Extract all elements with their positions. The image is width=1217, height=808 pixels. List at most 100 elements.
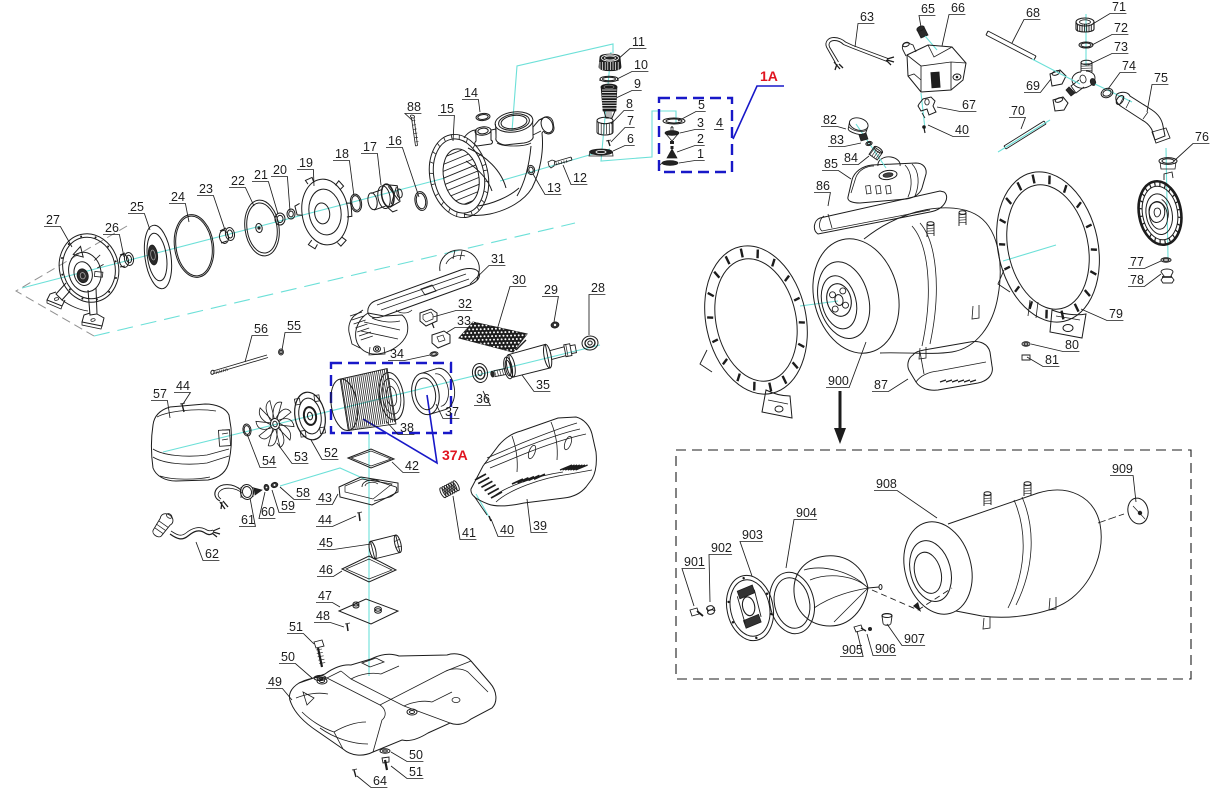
svg-text:81: 81 xyxy=(1045,353,1059,367)
svg-text:59: 59 xyxy=(281,499,295,513)
svg-text:39: 39 xyxy=(533,519,547,533)
svg-text:86: 86 xyxy=(816,179,830,193)
svg-text:69: 69 xyxy=(1026,79,1040,93)
svg-text:19: 19 xyxy=(299,156,313,170)
svg-text:65: 65 xyxy=(921,2,935,16)
svg-text:40: 40 xyxy=(500,523,514,537)
svg-text:48: 48 xyxy=(316,609,330,623)
svg-text:908: 908 xyxy=(876,477,897,491)
svg-text:55: 55 xyxy=(287,319,301,333)
svg-text:77: 77 xyxy=(1130,255,1144,269)
svg-text:42: 42 xyxy=(405,459,419,473)
svg-text:3: 3 xyxy=(697,116,704,130)
svg-text:13: 13 xyxy=(547,181,561,195)
svg-text:1A: 1A xyxy=(760,68,778,84)
svg-text:79: 79 xyxy=(1109,307,1123,321)
svg-text:907: 907 xyxy=(904,632,925,646)
svg-text:76: 76 xyxy=(1195,130,1209,144)
svg-text:906: 906 xyxy=(875,642,896,656)
svg-text:12: 12 xyxy=(573,171,587,185)
svg-text:87: 87 xyxy=(874,378,888,392)
svg-text:85: 85 xyxy=(824,157,838,171)
svg-text:88: 88 xyxy=(407,100,421,114)
svg-text:41: 41 xyxy=(462,526,476,540)
svg-text:64: 64 xyxy=(373,774,387,788)
svg-text:35: 35 xyxy=(536,378,550,392)
svg-text:9: 9 xyxy=(634,77,641,91)
svg-text:909: 909 xyxy=(1112,462,1133,476)
svg-text:75: 75 xyxy=(1154,71,1168,85)
svg-text:905: 905 xyxy=(842,643,863,657)
svg-text:22: 22 xyxy=(231,174,245,188)
svg-text:26: 26 xyxy=(105,221,119,235)
svg-text:83: 83 xyxy=(830,133,844,147)
svg-text:82: 82 xyxy=(823,113,837,127)
svg-text:18: 18 xyxy=(335,147,349,161)
svg-text:900: 900 xyxy=(828,374,849,388)
svg-text:32: 32 xyxy=(458,297,472,311)
svg-text:33: 33 xyxy=(457,314,471,328)
svg-text:902: 902 xyxy=(711,541,732,555)
svg-text:50: 50 xyxy=(281,650,295,664)
svg-text:46: 46 xyxy=(319,563,333,577)
svg-text:38: 38 xyxy=(400,421,414,435)
svg-text:50: 50 xyxy=(409,748,423,762)
svg-text:30: 30 xyxy=(512,273,526,287)
svg-text:6: 6 xyxy=(627,132,634,146)
svg-text:74: 74 xyxy=(1122,59,1136,73)
svg-text:7: 7 xyxy=(627,114,634,128)
svg-text:5: 5 xyxy=(698,98,705,112)
svg-text:37A: 37A xyxy=(442,447,468,463)
svg-text:25: 25 xyxy=(130,200,144,214)
svg-text:49: 49 xyxy=(268,675,282,689)
svg-text:51: 51 xyxy=(289,620,303,634)
svg-text:36: 36 xyxy=(476,392,490,406)
svg-text:903: 903 xyxy=(742,528,763,542)
svg-text:904: 904 xyxy=(796,506,817,520)
svg-text:51: 51 xyxy=(409,765,423,779)
svg-text:66: 66 xyxy=(951,1,965,15)
svg-text:29: 29 xyxy=(544,283,558,297)
svg-text:62: 62 xyxy=(205,547,219,561)
svg-text:58: 58 xyxy=(296,486,310,500)
svg-text:28: 28 xyxy=(591,281,605,295)
svg-text:56: 56 xyxy=(254,322,268,336)
svg-text:43: 43 xyxy=(318,491,332,505)
svg-text:1: 1 xyxy=(697,147,704,161)
svg-text:78: 78 xyxy=(1130,273,1144,287)
svg-text:4: 4 xyxy=(716,116,723,130)
svg-text:15: 15 xyxy=(440,102,454,116)
svg-text:71: 71 xyxy=(1112,0,1126,14)
svg-text:63: 63 xyxy=(860,10,874,24)
svg-text:44: 44 xyxy=(176,379,190,393)
svg-text:40: 40 xyxy=(955,123,969,137)
svg-text:45: 45 xyxy=(319,536,333,550)
svg-text:68: 68 xyxy=(1026,6,1040,20)
svg-text:84: 84 xyxy=(844,151,858,165)
svg-text:16: 16 xyxy=(388,134,402,148)
svg-text:23: 23 xyxy=(199,182,213,196)
svg-text:80: 80 xyxy=(1065,338,1079,352)
svg-text:67: 67 xyxy=(962,98,976,112)
svg-text:901: 901 xyxy=(684,555,705,569)
svg-text:24: 24 xyxy=(171,190,185,204)
svg-text:57: 57 xyxy=(153,387,167,401)
svg-text:14: 14 xyxy=(464,86,478,100)
svg-text:11: 11 xyxy=(632,35,645,49)
svg-text:37: 37 xyxy=(445,405,459,419)
svg-text:8: 8 xyxy=(626,97,633,111)
svg-text:73: 73 xyxy=(1114,40,1128,54)
svg-text:52: 52 xyxy=(324,446,338,460)
svg-text:10: 10 xyxy=(634,58,648,72)
svg-text:47: 47 xyxy=(318,589,332,603)
svg-text:54: 54 xyxy=(262,454,276,468)
svg-text:31: 31 xyxy=(491,252,505,266)
svg-text:72: 72 xyxy=(1114,21,1128,35)
svg-text:27: 27 xyxy=(46,213,60,227)
svg-text:21: 21 xyxy=(254,168,268,182)
svg-text:44: 44 xyxy=(318,513,332,527)
svg-text:60: 60 xyxy=(261,505,275,519)
svg-text:70: 70 xyxy=(1011,104,1025,118)
svg-text:17: 17 xyxy=(363,140,377,154)
svg-text:53: 53 xyxy=(294,450,308,464)
